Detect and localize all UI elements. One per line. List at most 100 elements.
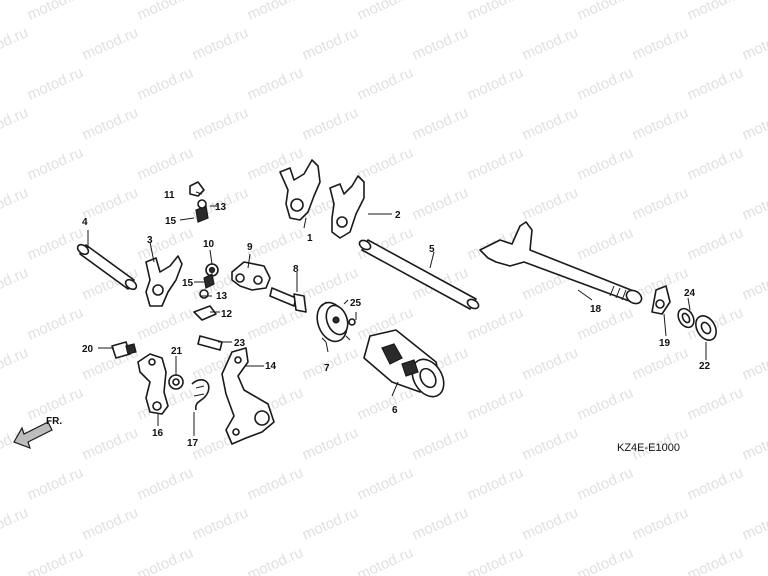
watermark-text: motod.ru bbox=[685, 64, 746, 104]
part-21-washer bbox=[168, 374, 184, 390]
callout-25: 25 bbox=[350, 298, 362, 309]
watermark-text: motod.ru bbox=[520, 504, 581, 544]
watermark-text: motod.ru bbox=[0, 24, 31, 64]
watermark-text: motod.ru bbox=[575, 224, 636, 264]
watermark-text: motod.ru bbox=[25, 304, 86, 344]
watermark-text: motod.ru bbox=[355, 0, 416, 24]
watermark-text: motod.ru bbox=[575, 384, 636, 424]
callout-3: 3 bbox=[147, 235, 153, 246]
watermark-text: motod.ru bbox=[575, 304, 636, 344]
part-3-shift-fork bbox=[145, 255, 183, 307]
leader-lines bbox=[87, 191, 707, 436]
watermark-text: motod.ru bbox=[410, 184, 471, 224]
part-23-bolt bbox=[197, 335, 223, 351]
front-label: FR. bbox=[46, 416, 62, 427]
part-14-guide-plate bbox=[221, 347, 275, 445]
part-9-shift-arm bbox=[231, 261, 271, 291]
watermark-text: motod.ru bbox=[25, 224, 86, 264]
watermark-text: motod.ru bbox=[135, 0, 196, 24]
watermark-text: motod.ru bbox=[740, 264, 768, 304]
watermark-text: motod.ru bbox=[630, 24, 691, 64]
part-25-pin bbox=[348, 318, 356, 326]
watermark-text: motod.ru bbox=[685, 144, 746, 184]
part-16-stopper-arm bbox=[137, 353, 169, 415]
watermark-text: motod.ru bbox=[465, 144, 526, 184]
callouts: 1 2 3 4 5 6 7 8 9 10 11 12 13 13 14 15 1… bbox=[82, 190, 711, 449]
watermark-text: motod.ru bbox=[355, 64, 416, 104]
callout-13-lower: 13 bbox=[216, 291, 228, 302]
part-10-collar bbox=[205, 263, 219, 277]
watermark-text: motod.ru bbox=[630, 184, 691, 224]
watermark-text: motod.ru bbox=[135, 304, 196, 344]
watermark-text: motod.ru bbox=[80, 104, 141, 144]
watermark-text: motod.ru bbox=[245, 464, 306, 504]
watermark-text: motod.ru bbox=[25, 464, 86, 504]
part-12-plate bbox=[193, 305, 217, 321]
watermark-text: motod.ru bbox=[300, 424, 361, 464]
watermark-text: motod.ru bbox=[0, 504, 31, 544]
watermark-text: motod.ru bbox=[410, 424, 471, 464]
watermark-text: motod.ru bbox=[465, 464, 526, 504]
watermark-text: motod.ru bbox=[355, 464, 416, 504]
callout-17: 17 bbox=[187, 438, 199, 449]
callout-15-lower: 15 bbox=[182, 278, 194, 289]
callout-23: 23 bbox=[234, 338, 246, 349]
callout-24: 24 bbox=[684, 288, 696, 299]
watermark-text: motod.ru bbox=[740, 184, 768, 224]
watermark-text: motod.ru bbox=[245, 0, 306, 24]
callout-2: 2 bbox=[395, 210, 401, 221]
watermark-text: motod.ru bbox=[630, 104, 691, 144]
callout-9: 9 bbox=[247, 242, 253, 253]
watermark-text: motod.ru bbox=[410, 24, 471, 64]
watermark-text: motod.ru bbox=[520, 104, 581, 144]
callout-5: 5 bbox=[429, 244, 435, 255]
callout-19: 19 bbox=[659, 338, 671, 349]
part-24-collar bbox=[677, 307, 695, 329]
part-20-bolt bbox=[111, 341, 137, 359]
watermark-text: motod.ru bbox=[520, 344, 581, 384]
watermark-text: motod.ru bbox=[410, 504, 471, 544]
watermark-text: motod.ru bbox=[465, 304, 526, 344]
watermark-text: motod.ru bbox=[245, 544, 306, 576]
watermark-text: motod.ru bbox=[355, 544, 416, 576]
watermark-text: motod.ru bbox=[575, 0, 636, 24]
part-17-spring bbox=[191, 379, 210, 411]
watermark-text: motod.ru bbox=[575, 544, 636, 576]
part-5-fork-shaft bbox=[358, 239, 480, 310]
watermark-text: motod.ru bbox=[630, 504, 691, 544]
part-4-shaft bbox=[76, 243, 138, 291]
watermark-text: motod.ru bbox=[685, 384, 746, 424]
watermark-text: motod.ru bbox=[135, 144, 196, 184]
front-direction-arrow: FR. bbox=[13, 416, 62, 450]
part-19-spring bbox=[651, 285, 671, 315]
watermark-text: motod.ru bbox=[135, 224, 196, 264]
watermark-text: motod.ru bbox=[0, 184, 31, 224]
callout-20: 20 bbox=[82, 344, 94, 355]
watermark-text: motod.ru bbox=[190, 104, 251, 144]
watermark-text: motod.ru bbox=[465, 384, 526, 424]
watermark-text: motod.ru bbox=[465, 544, 526, 576]
watermark-text: motod.ru bbox=[575, 144, 636, 184]
watermark-text: motod.ru bbox=[740, 424, 768, 464]
watermark-text: motod.ru bbox=[25, 64, 86, 104]
callout-16: 16 bbox=[152, 428, 164, 439]
callout-7: 7 bbox=[324, 363, 330, 374]
watermark-text: motod.ru bbox=[685, 0, 746, 24]
watermark-text: motod.ru bbox=[355, 144, 416, 184]
watermark-text: motod.ru bbox=[135, 544, 196, 576]
watermark-text: motod.ru bbox=[465, 64, 526, 104]
watermark-text: motod.ru bbox=[740, 344, 768, 384]
part-8-bolt bbox=[269, 287, 307, 313]
watermark-text: motod.ru bbox=[685, 544, 746, 576]
part-2-shift-fork bbox=[329, 175, 365, 239]
watermark-text: motod.ru bbox=[300, 504, 361, 544]
part-13-ball-lower bbox=[199, 289, 209, 299]
part-6-shift-drum bbox=[363, 329, 445, 398]
watermark-text: motod.ru bbox=[520, 24, 581, 64]
watermark-text: motod.ru bbox=[300, 104, 361, 144]
watermark-text: motod.ru bbox=[80, 424, 141, 464]
watermark-text: motod.ru bbox=[740, 24, 768, 64]
part-22-washer bbox=[695, 315, 717, 341]
